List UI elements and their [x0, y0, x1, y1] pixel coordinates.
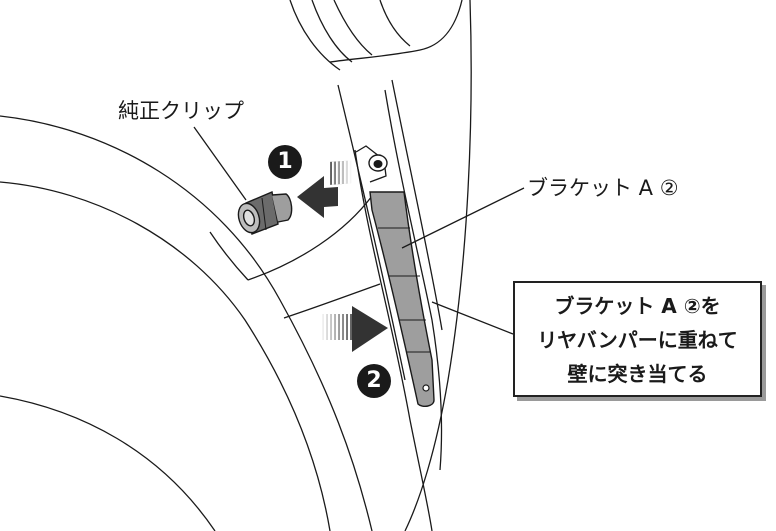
instruction-callout: ブラケット A ②を リヤバンパーに重ねて 壁に突き当てる: [513, 281, 762, 397]
leader-lines: [193, 126, 525, 335]
panel-crease-upper: [247, 195, 373, 281]
mount-hole: [368, 154, 388, 172]
leader-callout: [431, 301, 514, 335]
fender-rim: [329, 0, 463, 63]
leader-bracket: [401, 187, 525, 249]
inner-lip-1: [354, 149, 433, 531]
clip-label: 純正クリップ: [118, 99, 244, 123]
callout-line-3: 壁に突き当てる: [567, 362, 708, 386]
bracket-a: [369, 191, 435, 408]
bumper-outer-curve: [0, 115, 373, 531]
fender-edge-1: [384, 89, 443, 471]
fender-top-a: [289, 0, 341, 71]
fender-top-d: [379, 0, 411, 47]
fender-top-c: [333, 0, 373, 56]
callout-line-2: リヤバンパーに重ねて: [537, 328, 738, 352]
bumper-inner-curve: [0, 181, 331, 531]
fender: [289, 0, 472, 531]
bumper-lower-curve: [0, 395, 216, 531]
step-1-badge: 1: [268, 145, 302, 179]
arrow-left-icon: [297, 160, 352, 218]
fender-outer: [404, 0, 472, 531]
bumper-body: [0, 84, 433, 531]
panel-crease-lower: [283, 283, 381, 319]
arrow-right-icon: [320, 306, 388, 352]
leader-clip: [193, 126, 247, 201]
inner-lip-2: [337, 84, 406, 381]
push-clip-icon: [237, 191, 293, 235]
step-2-badge: 2: [357, 364, 391, 398]
bracket-screw-hole: [422, 384, 430, 392]
fender-top-b: [311, 0, 353, 63]
panel-left-edge: [209, 231, 249, 281]
callout-line-1: ブラケット A ②を: [554, 294, 721, 318]
fender-edge-2: [391, 79, 443, 331]
bracket-label: ブラケット A ②: [527, 176, 679, 200]
